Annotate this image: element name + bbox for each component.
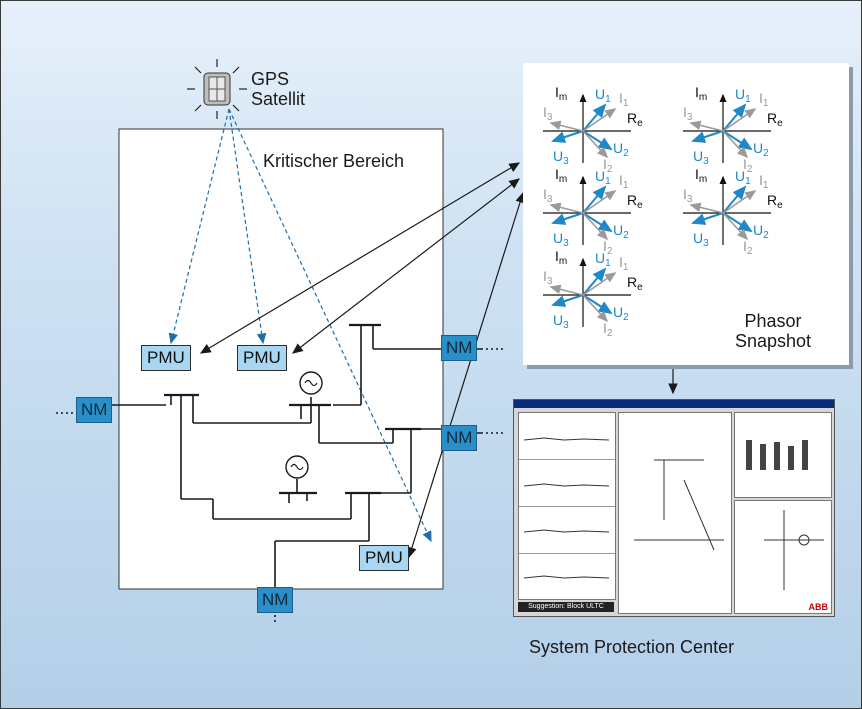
spc-suggestion: Suggestion: Block ULTC — [518, 602, 614, 612]
re-label: Re — [627, 192, 643, 211]
i3-label: I3 — [683, 104, 693, 123]
u3-phasor — [691, 212, 724, 225]
nm-badge: NM — [257, 587, 294, 613]
pmu-box: PMU — [237, 345, 287, 371]
gps-label: GPS Satellit — [251, 69, 305, 109]
i1-phasor — [582, 190, 617, 214]
region-label: Kritischer Bereich — [263, 151, 405, 171]
u2-label: U2 — [753, 140, 769, 159]
u2-phasor — [722, 212, 753, 233]
i2-phasor — [582, 130, 609, 159]
i1-label: I1 — [619, 172, 629, 191]
i2-label: I2 — [603, 156, 613, 175]
u2-phasor — [582, 294, 613, 315]
u1-phasor — [582, 103, 607, 132]
u2-label: U2 — [613, 140, 629, 159]
u1-phasor — [722, 185, 747, 214]
comm-link-3 — [407, 191, 525, 559]
i1-phasor — [582, 108, 617, 132]
spc-diagram — [734, 500, 832, 614]
spc-label: System Protection Center — [529, 637, 735, 657]
i3-label: I3 — [683, 186, 693, 205]
u3-phasor — [691, 130, 724, 143]
nm-badge: NM — [76, 397, 113, 423]
u2-phasor — [582, 212, 613, 233]
phasor-snapshot-label: Phasor Snapshot — [735, 311, 811, 351]
u3-phasor — [551, 294, 584, 307]
i2-phasor — [722, 212, 749, 241]
nm-badge: NM — [441, 425, 478, 451]
i1-phasor — [722, 190, 757, 214]
gps-title: GPS — [251, 69, 290, 89]
i3-label: I3 — [543, 104, 553, 123]
i3-phasor — [549, 120, 584, 132]
i1-label: I1 — [619, 254, 629, 273]
u1-phasor — [582, 267, 607, 296]
i1-label: I1 — [759, 172, 769, 191]
abb-logo: ABB — [808, 602, 829, 612]
spc-plots — [518, 412, 616, 600]
u2-label: U2 — [613, 304, 629, 323]
re-label: Re — [767, 110, 783, 129]
i2-phasor — [582, 294, 609, 323]
im-label: Im — [695, 166, 707, 185]
spc-titlebar — [514, 400, 834, 408]
pmu-box: PMU — [141, 345, 191, 371]
u1-phasor — [722, 103, 747, 132]
re-label: Re — [627, 274, 643, 293]
i1-label: I1 — [619, 90, 629, 109]
u2-label: U2 — [613, 222, 629, 241]
i1-label: I1 — [759, 90, 769, 109]
i3-phasor — [549, 202, 584, 214]
im-label: Im — [555, 248, 567, 267]
i2-label: I2 — [743, 238, 753, 257]
re-label: Re — [627, 110, 643, 129]
im-label: Im — [555, 166, 567, 185]
grid-network — [56, 323, 506, 625]
spc-screenshot: Suggestion: Block ULTC ABB — [513, 399, 835, 617]
i2-phasor — [582, 212, 609, 241]
u3-label: U3 — [553, 148, 569, 167]
spc-single-line — [618, 412, 732, 614]
i1-phasor — [722, 108, 757, 132]
gps-subtitle: Satellit — [251, 89, 306, 109]
u3-label: U3 — [553, 230, 569, 249]
u3-label: U3 — [693, 148, 709, 167]
u1-label: U1 — [735, 86, 751, 105]
im-label: Im — [695, 84, 707, 103]
phasor-title: Phasor — [744, 311, 802, 331]
i2-label: I2 — [603, 320, 613, 339]
pmu-box: PMU — [359, 545, 409, 571]
i3-label: I3 — [543, 186, 553, 205]
u1-label: U1 — [595, 86, 611, 105]
nm-badge: NM — [441, 335, 478, 361]
phasor-subtitle: Snapshot — [735, 331, 812, 351]
satellite-icon — [187, 59, 247, 119]
im-label: Im — [555, 84, 567, 103]
re-label: Re — [767, 192, 783, 211]
u3-label: U3 — [553, 312, 569, 331]
i3-phasor — [689, 202, 724, 214]
i3-phasor — [689, 120, 724, 132]
u3-label: U3 — [693, 230, 709, 249]
u1-phasor — [582, 185, 607, 214]
u2-label: U2 — [753, 222, 769, 241]
i2-label: I2 — [743, 156, 753, 175]
i2-label: I2 — [603, 238, 613, 257]
u2-phasor — [722, 130, 753, 151]
u3-phasor — [551, 212, 584, 225]
u3-phasor — [551, 130, 584, 143]
i3-label: I3 — [543, 268, 553, 287]
u2-phasor — [582, 130, 613, 151]
i3-phasor — [549, 284, 584, 296]
i2-phasor — [722, 130, 749, 159]
i1-phasor — [582, 272, 617, 296]
